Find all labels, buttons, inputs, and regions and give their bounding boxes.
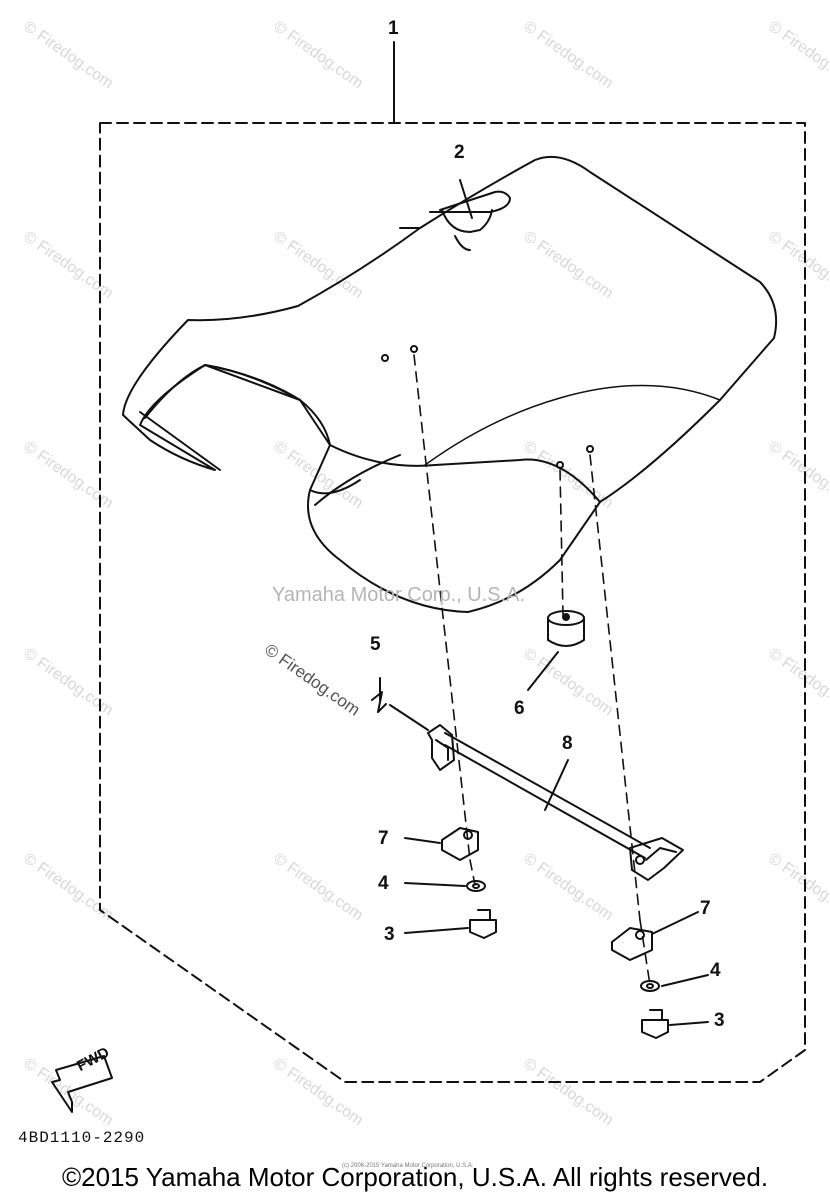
bolt-part-3a bbox=[404, 909, 497, 939]
leader-3b bbox=[669, 1021, 709, 1026]
callout-2: 2 bbox=[454, 142, 465, 163]
leader-7b bbox=[651, 911, 699, 935]
copyright-footer: ©2015 Yamaha Motor Corporation, U.S.A. A… bbox=[61, 1162, 769, 1192]
leader-4b bbox=[661, 974, 709, 987]
callout-4a: 4 bbox=[378, 873, 389, 894]
callout-4b: 4 bbox=[710, 960, 721, 981]
tiny-copyright-note: (c) 2006-2015 Yamaha Motor Corporation, … bbox=[342, 1163, 474, 1169]
assembly-boundary bbox=[99, 122, 806, 1083]
damper-part-6 bbox=[527, 610, 585, 691]
callout-3b: 3 bbox=[714, 1010, 725, 1031]
center-watermark: Yamaha Motor Corp., U.S.A. bbox=[272, 584, 526, 606]
clip-part-5 bbox=[371, 677, 429, 731]
diagram-part-code: 4BD1110-2290 bbox=[18, 1129, 146, 1147]
leader-6 bbox=[527, 651, 559, 691]
leader-4a bbox=[404, 882, 466, 887]
leader-8 bbox=[544, 759, 569, 811]
leader-5 bbox=[389, 704, 429, 731]
callout-8: 8 bbox=[562, 733, 573, 754]
washer-part-4b bbox=[640, 974, 709, 992]
leader-3a bbox=[404, 927, 469, 934]
leader-2 bbox=[459, 179, 473, 219]
leader-7a bbox=[404, 837, 441, 844]
callout-1: 1 bbox=[388, 18, 399, 39]
bolt-part-3b bbox=[641, 1009, 709, 1039]
washer-part-4a bbox=[404, 880, 486, 892]
callout-7a: 7 bbox=[378, 828, 389, 849]
bracket-part-7b bbox=[611, 911, 699, 961]
rod-part-8 bbox=[427, 724, 684, 881]
callout-5: 5 bbox=[370, 634, 381, 655]
seat-assembly bbox=[122, 156, 778, 613]
fwd-arrow-icon bbox=[51, 1055, 113, 1113]
callout-7b: 7 bbox=[700, 898, 711, 919]
callout-6: 6 bbox=[514, 698, 525, 719]
bracket-part-7a bbox=[404, 827, 479, 861]
callout-3a: 3 bbox=[384, 924, 395, 945]
installation-lines bbox=[413, 354, 651, 986]
strap-part-2 bbox=[429, 179, 511, 251]
